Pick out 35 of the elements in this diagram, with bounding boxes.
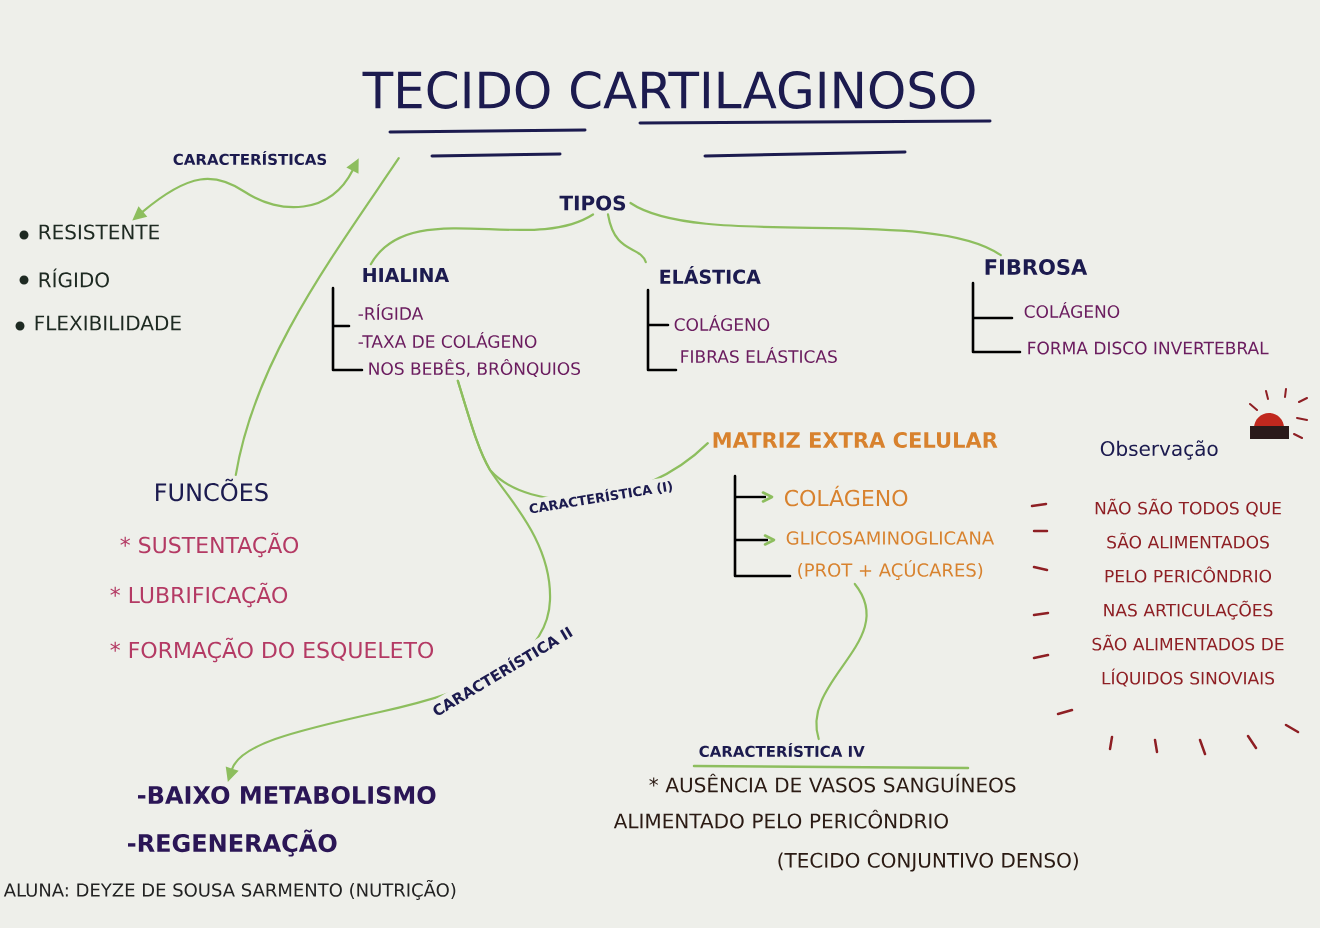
heading: ELÁSTICA xyxy=(660,266,761,284)
body-text: (TECIDO CONJUNTIVO DENSO) xyxy=(778,852,1078,872)
heading: MATRIZ EXTRA CELULAR xyxy=(713,432,998,448)
list-item: COLÁGENO xyxy=(784,485,908,507)
signature-text: ALUNA: DEYZE DE SOUSA SARMENTO (NUTRIÇÃO) xyxy=(3,879,456,900)
heading: FUNCÕES xyxy=(156,478,268,502)
connector-line xyxy=(234,157,400,476)
heading: HIALINA xyxy=(363,268,450,282)
heading: TIPOS xyxy=(559,195,626,211)
list-item: NOS BEBÊS, BRÔNQUIOS xyxy=(369,359,581,377)
title: TECIDO CARTILAGINOSO xyxy=(362,71,975,109)
list-item: FORMA DISCO INVERTEBRAL xyxy=(1028,341,1269,355)
list-item: * SUSTENTAÇÃO xyxy=(120,532,299,558)
list-item: * LUBRIFICAÇÃO xyxy=(110,582,288,608)
connector-line xyxy=(629,201,1002,257)
heading: Observação xyxy=(1100,440,1218,460)
list-item: GLICOSAMINOGLICANA xyxy=(786,531,995,545)
list-item: -RÍGIDA xyxy=(358,304,424,320)
list-item: -REGENERAÇÃO xyxy=(128,829,337,857)
list-item: (PROT + AÇÚCARES) xyxy=(798,559,983,581)
connector-line xyxy=(606,213,647,264)
list-item: FIBRAS ELÁSTICAS xyxy=(681,347,837,363)
list-item: RESISTENTE xyxy=(39,224,159,240)
list-item: -TAXA DE COLÁGENO xyxy=(358,332,537,348)
body-text: * AUSÊNCIA DE VASOS SANGUÍNEOS ALIMENTADO PELO PERICÔNDRIO xyxy=(613,773,1016,829)
connector-line xyxy=(815,582,868,741)
list-item: FLEXIBILIDADE xyxy=(35,315,181,331)
list-item: COLÁGENO xyxy=(1024,302,1120,318)
heading: CARACTERÍSTICA IV xyxy=(699,742,865,758)
list-item: -BAIXO METABOLISMO xyxy=(138,785,436,805)
list-item: RÍGIDO xyxy=(39,268,109,288)
connector-line xyxy=(369,213,595,266)
note-text: NÃO SÃO TODOS QUE SÃO ALIMENTADOS PELO PERICÔNDRIO NAS ARTICULAÇÕES SÃO ALIMENTADOS DE LÍQUIDOS SINOVIAIS xyxy=(1092,498,1284,687)
list-item: COLÁGENO xyxy=(674,315,770,331)
heading: FIBROSA xyxy=(985,259,1088,275)
